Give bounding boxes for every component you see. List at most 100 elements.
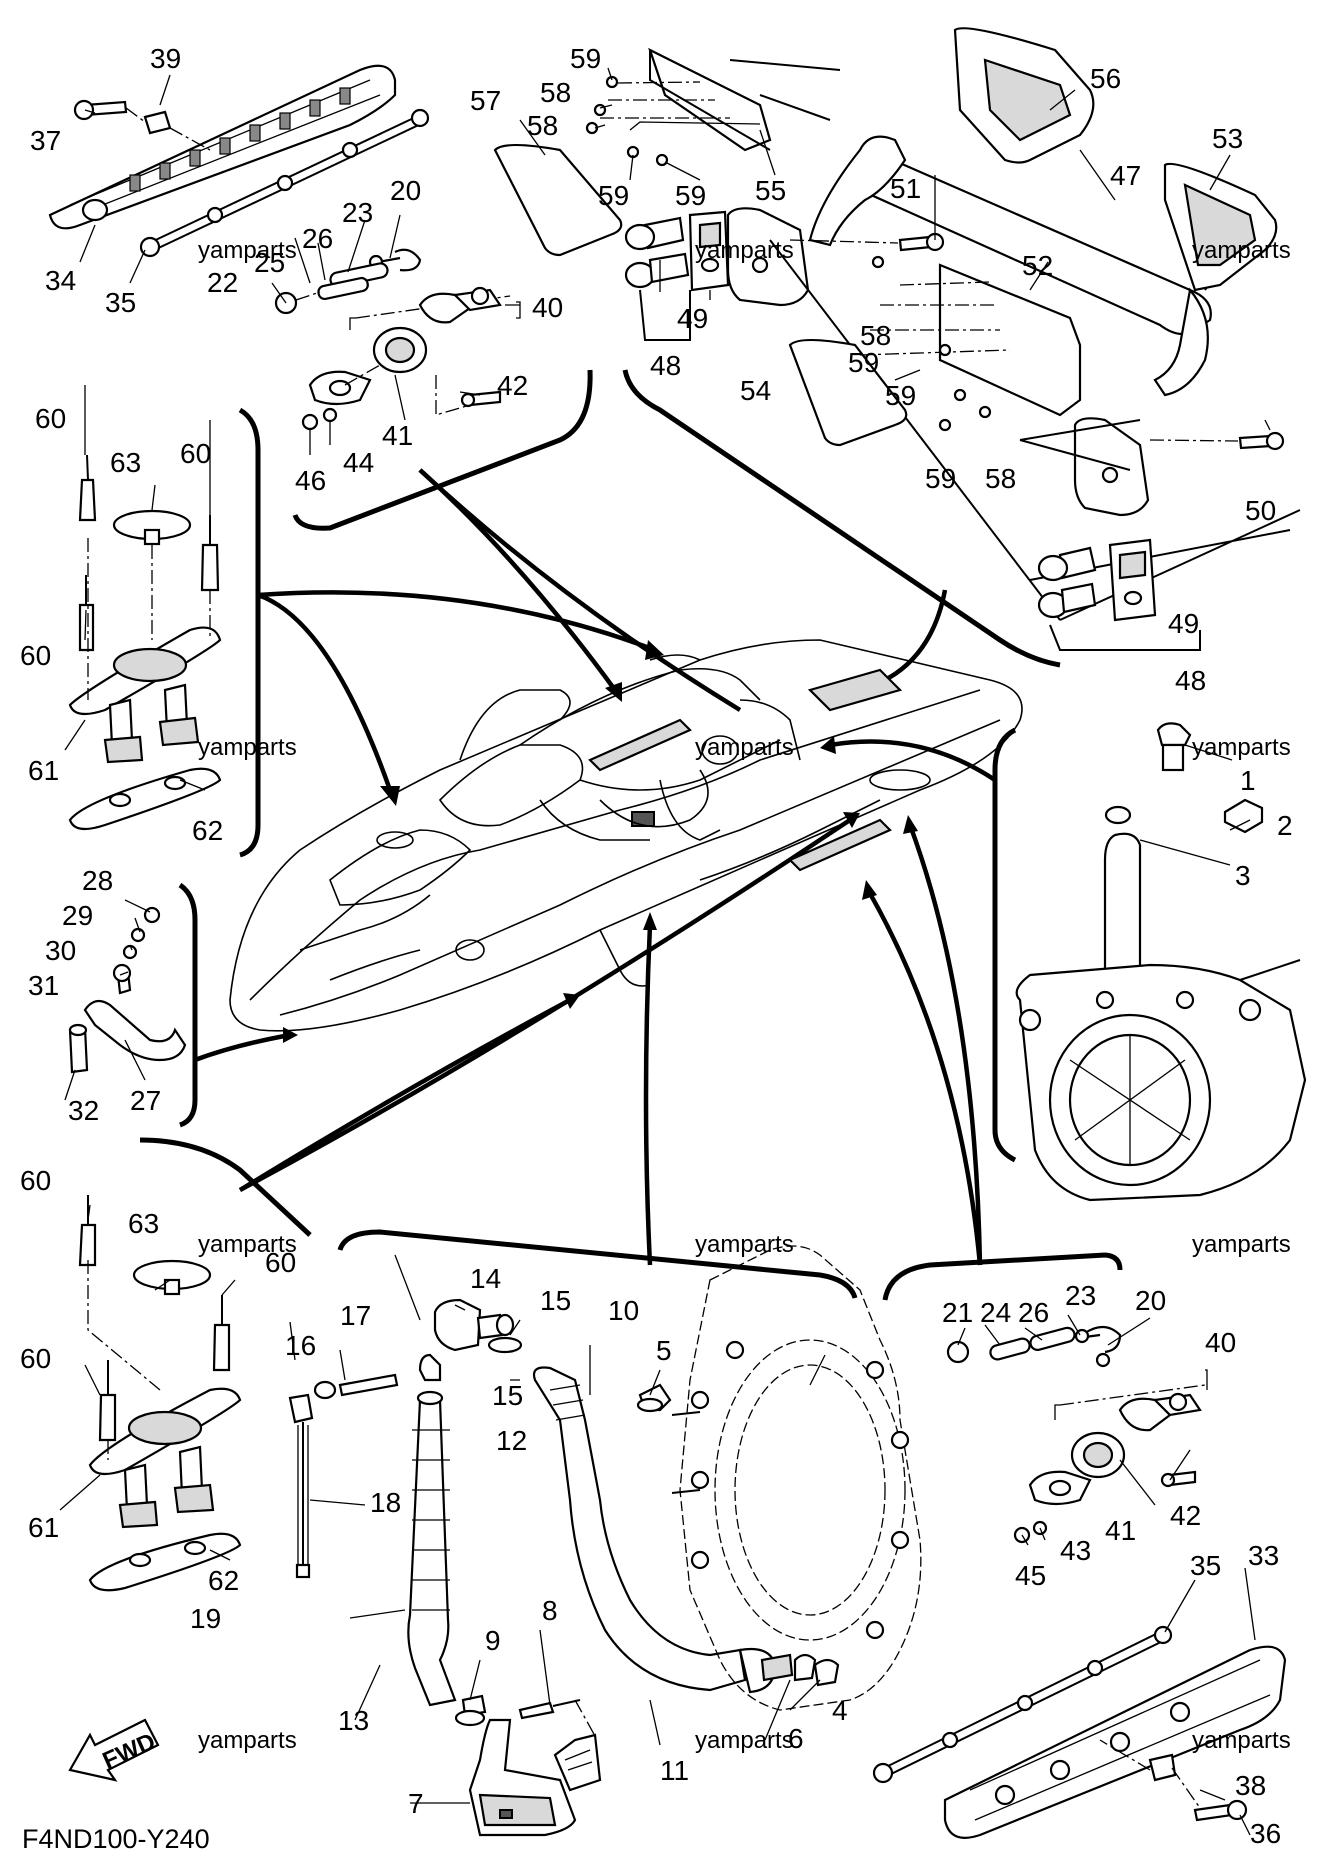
part-label-49-b: 49 <box>1168 608 1199 639</box>
part-label-34: 34 <box>45 265 76 296</box>
jet-housing-assembly <box>1015 722 1307 1202</box>
fwd-arrow-icon: FWD <box>68 1718 160 1782</box>
part-label-62-a: 62 <box>192 815 223 846</box>
part-label-59-a: 59 <box>570 43 601 74</box>
part-label-42-top: 42 <box>497 370 528 401</box>
part-label-26-bottom: 26 <box>1018 1297 1049 1328</box>
part-label-59-c: 59 <box>675 180 706 211</box>
part-label-12: 12 <box>496 1425 527 1456</box>
part-label-55: 55 <box>755 175 786 206</box>
part-label-60-d: 60 <box>20 1165 51 1196</box>
part-label-7: 7 <box>408 1788 424 1819</box>
part-label-60-f: 60 <box>20 1343 51 1374</box>
part-label-60-c: 60 <box>20 640 51 671</box>
watermark-10: yamparts <box>198 1727 297 1754</box>
part-label-8: 8 <box>542 1595 558 1626</box>
part-label-49-a: 49 <box>677 303 708 334</box>
part-label-56: 56 <box>1090 63 1121 94</box>
part-label-42-bottom: 42 <box>1170 1500 1201 1531</box>
watermark-5: yamparts <box>695 734 794 761</box>
watermark-12: yamparts <box>1192 1727 1291 1754</box>
part-label-27: 27 <box>130 1085 161 1116</box>
part-label-3: 3 <box>1235 860 1251 891</box>
part-label-9: 9 <box>485 1625 501 1656</box>
part-label-2: 2 <box>1277 810 1293 841</box>
part-label-60-b: 60 <box>180 438 211 469</box>
bilge-hose-assembly <box>288 1298 840 1837</box>
part-label-35-top: 35 <box>105 287 136 318</box>
drain-plug-upper-assembly <box>274 248 521 431</box>
group-brackets <box>139 369 1123 1301</box>
sponson-right-assembly <box>788 27 1278 447</box>
leader-arrows <box>194 468 997 1266</box>
part-label-44: 44 <box>343 447 374 478</box>
part-label-48-b: 48 <box>1175 665 1206 696</box>
part-label-40-top: 40 <box>532 292 563 323</box>
part-label-61-b: 61 <box>28 1512 59 1543</box>
part-label-20-bottom: 20 <box>1135 1285 1166 1316</box>
part-label-58-c: 58 <box>860 320 891 351</box>
cleat-upper-assembly <box>68 454 222 831</box>
part-label-61-a: 61 <box>28 755 59 786</box>
part-label-58-d: 58 <box>985 463 1016 494</box>
part-label-63-a: 63 <box>110 447 141 478</box>
handle-rail-lower-assembly <box>872 1625 1287 1839</box>
drain-plug-lower-assembly <box>946 1325 1208 1544</box>
transom-plate-assembly <box>671 1245 922 1711</box>
part-label-45: 45 <box>1015 1560 1046 1591</box>
part-label-63-b: 63 <box>128 1208 159 1239</box>
part-label-19: 19 <box>190 1603 221 1634</box>
watermark-4: yamparts <box>198 734 297 761</box>
part-label-53: 53 <box>1212 123 1243 154</box>
part-label-26-top: 26 <box>302 223 333 254</box>
watermark-1: yamparts <box>198 237 297 264</box>
watermark-6: yamparts <box>1192 734 1291 761</box>
part-label-58-b: 58 <box>527 110 558 141</box>
part-label-24: 24 <box>980 1297 1011 1328</box>
part-label-13: 13 <box>338 1705 369 1736</box>
part-label-23-top: 23 <box>342 197 373 228</box>
part-label-15-a: 15 <box>540 1285 571 1316</box>
part-label-32: 32 <box>68 1095 99 1126</box>
part-label-39: 39 <box>150 43 181 74</box>
part-label-40-bottom: 40 <box>1205 1327 1236 1358</box>
part-label-54: 54 <box>740 375 771 406</box>
part-label-29: 29 <box>62 900 93 931</box>
cleat-lower-assembly <box>78 1195 242 1592</box>
part-label-11: 11 <box>660 1755 689 1786</box>
part-label-62-b: 62 <box>208 1565 239 1596</box>
part-label-41-bottom: 41 <box>1105 1515 1136 1546</box>
part-label-15-b: 15 <box>492 1380 523 1411</box>
part-label-41-top: 41 <box>382 420 413 451</box>
part-label-17: 17 <box>340 1300 371 1331</box>
part-label-57: 57 <box>470 85 501 116</box>
watermark-8: yamparts <box>695 1231 794 1258</box>
part-label-6: 6 <box>788 1723 804 1754</box>
part-label-38: 38 <box>1235 1770 1266 1801</box>
part-label-58-a: 58 <box>540 77 571 108</box>
part-label-47: 47 <box>1110 160 1141 191</box>
part-label-25: 25 <box>254 247 285 278</box>
part-label-59-f: 59 <box>925 463 956 494</box>
watermark-2: yamparts <box>695 237 794 264</box>
part-label-5: 5 <box>656 1335 672 1366</box>
part-label-20-top: 20 <box>390 175 421 206</box>
part-label-35-bottom: 35 <box>1190 1550 1221 1581</box>
part-label-37: 37 <box>30 125 61 156</box>
part-label-46: 46 <box>295 465 326 496</box>
part-label-59-e: 59 <box>885 380 916 411</box>
watermarks: yamparts yamparts yamparts yamparts yamp… <box>198 237 1291 1754</box>
part-label-21: 21 <box>942 1297 973 1328</box>
part-label-1: 1 <box>1240 765 1256 796</box>
part-label-4: 4 <box>832 1695 848 1726</box>
part-label-59-b: 59 <box>598 180 629 211</box>
part-label-28: 28 <box>82 865 113 896</box>
watermark-9: yamparts <box>1192 1231 1291 1258</box>
label-leader-lines <box>59 67 1271 1836</box>
tow-bracket-assembly <box>68 906 187 1074</box>
part-label-51: 51 <box>890 173 921 204</box>
part-label-16: 16 <box>285 1330 316 1361</box>
part-number-labels: 39 37 34 35 20 23 26 25 22 40 42 41 44 4… <box>20 43 1293 1849</box>
part-label-23-bottom: 23 <box>1065 1280 1096 1311</box>
